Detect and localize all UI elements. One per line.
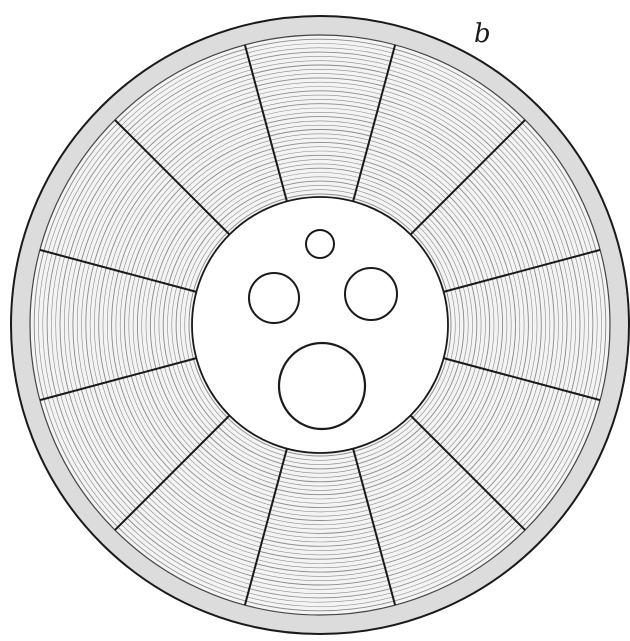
core-hole-large-bottom — [279, 343, 365, 429]
core-hole-right — [345, 268, 397, 320]
figure-label-b: b — [474, 19, 491, 49]
core-hole-left — [249, 273, 299, 323]
core-hole-small-top — [306, 230, 334, 258]
